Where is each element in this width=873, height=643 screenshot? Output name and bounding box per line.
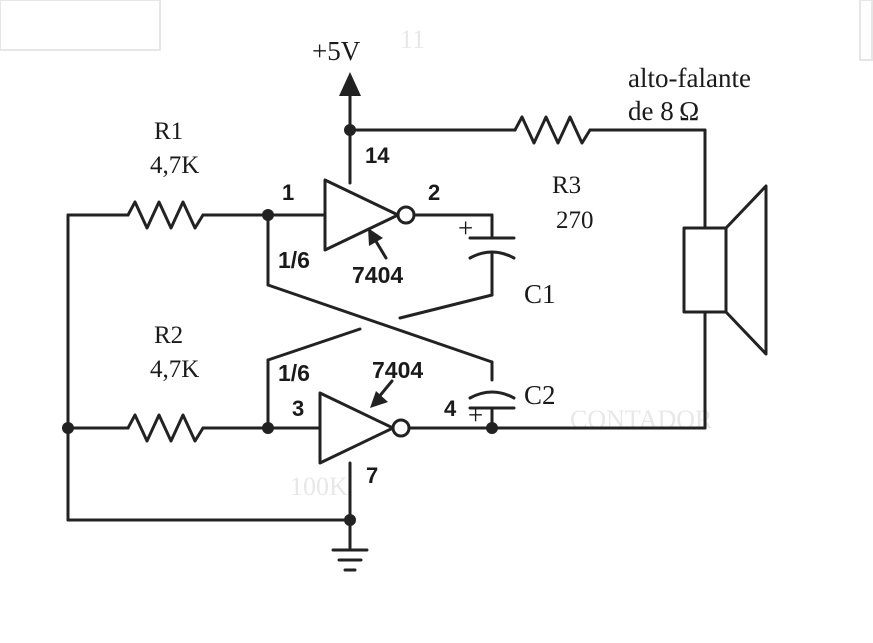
gate-top-ic: 7404 <box>352 262 403 288</box>
r2-resistor <box>66 413 322 443</box>
c1-name: C1 <box>524 279 556 309</box>
top-rail-wires <box>348 115 707 430</box>
gate-top-fraction: 1/6 <box>278 247 310 273</box>
gate-bottom-ic: 7404 <box>372 357 423 383</box>
ground-icon <box>331 548 369 572</box>
c2-polarity: + <box>468 400 483 430</box>
bleed-text-100k: 100K <box>290 472 348 501</box>
r3-value: 270 <box>556 207 594 234</box>
r1-name: R1 <box>154 118 183 145</box>
pin-3-label: 3 <box>292 396 304 421</box>
r1-value: 4,7K <box>150 152 199 179</box>
c1-polarity: + <box>458 213 473 243</box>
junction-pin4 <box>486 422 498 434</box>
bleed-text-11: 11 <box>400 25 425 54</box>
ground-bus-wires <box>66 213 352 550</box>
pin-14-label: 14 <box>365 143 390 168</box>
ic-pointer-bottom <box>370 379 394 408</box>
inverter-gate-bottom <box>318 391 411 465</box>
r2-name: R2 <box>154 322 183 349</box>
pin-1-label: 1 <box>282 180 294 205</box>
gate-bottom-fraction: 1/6 <box>278 360 310 386</box>
pin-4-label: 4 <box>444 396 457 421</box>
junction-gnd <box>344 514 356 526</box>
bleed-text-contador: CONTADOR <box>570 405 713 434</box>
r3-name: R3 <box>552 172 581 199</box>
junction-vcc <box>344 124 356 136</box>
r1-resistor <box>66 200 327 230</box>
pin-2-label: 2 <box>428 180 440 205</box>
speaker-icon <box>682 184 768 356</box>
r2-value: 4,7K <box>150 356 199 383</box>
junction-left-bus <box>62 422 74 434</box>
speaker-label-line1: alto-falante <box>628 63 751 93</box>
c2-name: C2 <box>524 380 556 410</box>
speaker-label-line2: de 8 Ω <box>628 96 699 126</box>
supply-arrow <box>339 72 361 132</box>
junction-pin3 <box>262 422 274 434</box>
supply-label: +5V <box>312 36 361 66</box>
ic-pointer-top <box>368 228 388 260</box>
cross-coupling-wires <box>266 283 494 430</box>
pin-7-label: 7 <box>366 463 378 488</box>
